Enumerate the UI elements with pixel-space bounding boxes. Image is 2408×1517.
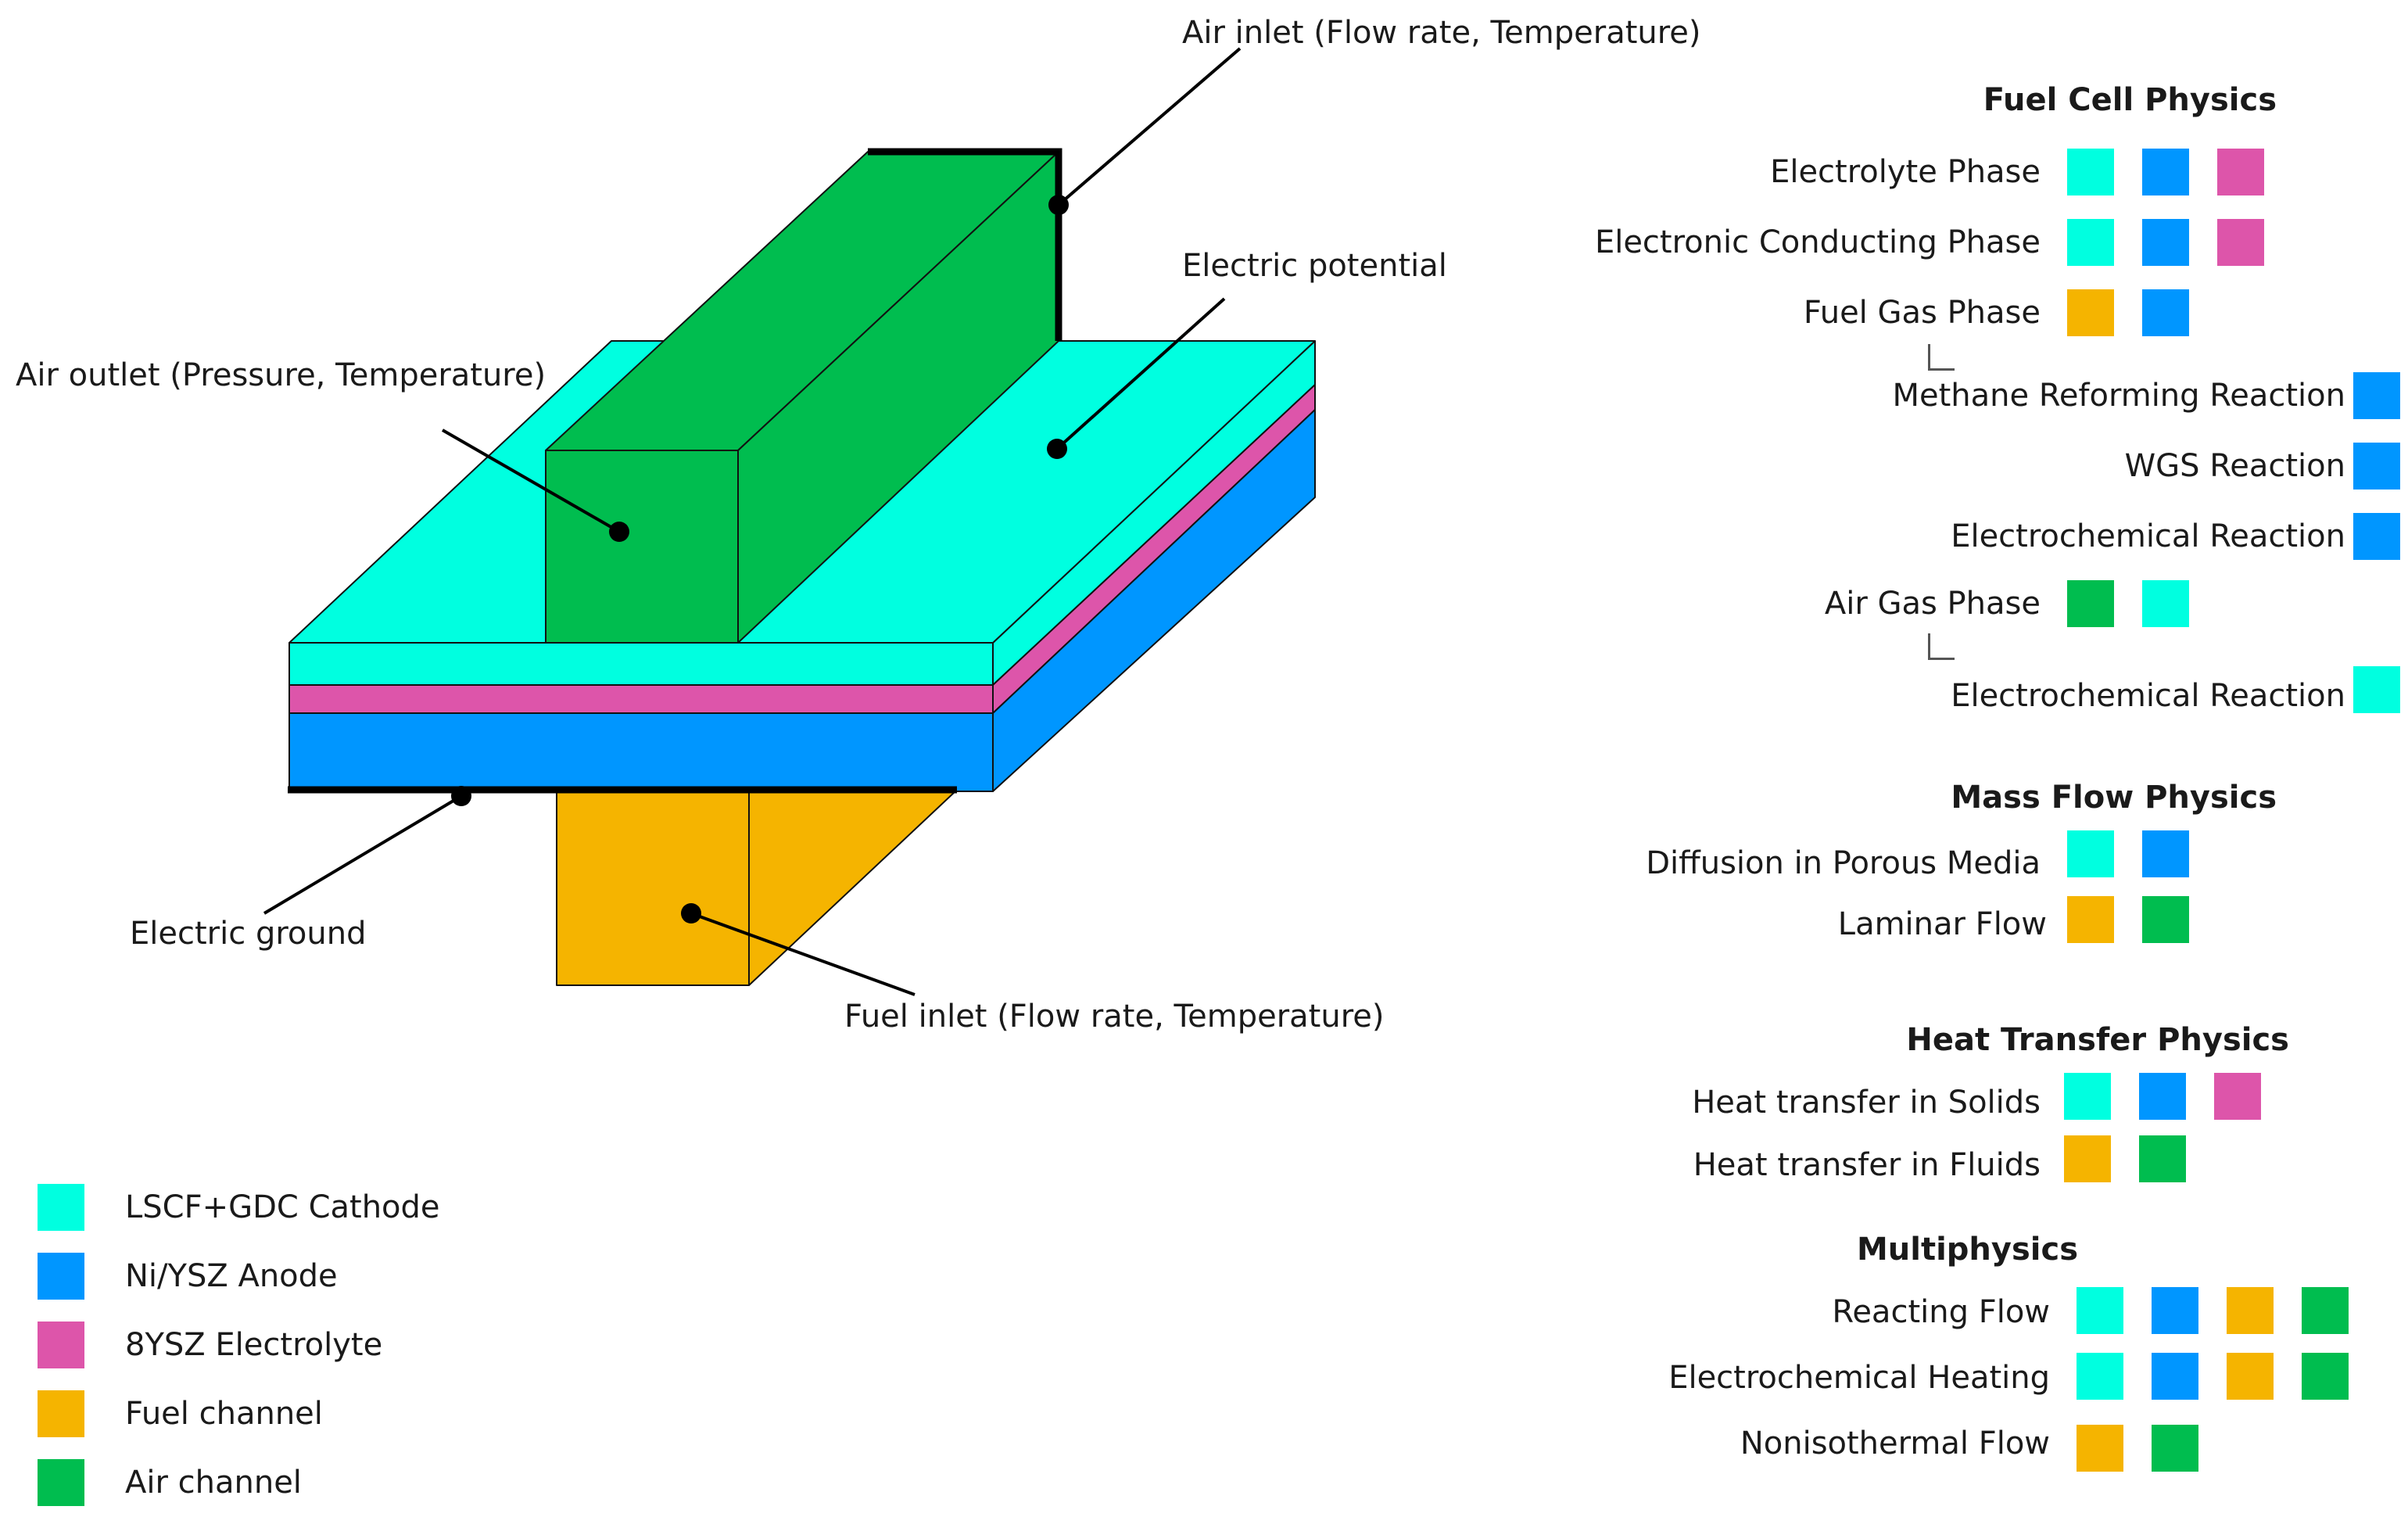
physics-row-electronic-conducting-phase: Electronic Conducting Phase bbox=[1594, 224, 2041, 260]
fuel-inlet-marker bbox=[681, 903, 701, 923]
anode-swatch bbox=[38, 1253, 84, 1300]
multiphysics-heading: Multiphysics bbox=[1856, 1232, 2078, 1268]
fuel-channel-swatch bbox=[2067, 896, 2114, 943]
air-channel-swatch bbox=[2067, 580, 2114, 627]
cathode-swatch bbox=[2077, 1353, 2123, 1400]
legend-label: Fuel channel bbox=[125, 1396, 323, 1432]
legend-item-electrolyte: 8YSZ Electrolyte bbox=[38, 1311, 440, 1379]
air-channel-swatch bbox=[38, 1459, 84, 1506]
physics-row-electrolyte-phase: Electrolyte Phase bbox=[1770, 154, 2041, 190]
heat-transfer-physics-heading: Heat Transfer Physics bbox=[1906, 1022, 2289, 1058]
fuel-channel-side bbox=[748, 791, 956, 986]
electrolyte-swatch bbox=[2214, 1073, 2261, 1120]
physics-row-electrochemical-heating: Electrochemical Heating bbox=[1668, 1360, 2050, 1396]
anode-swatch bbox=[2152, 1287, 2198, 1334]
physics-row-diffusion-in-porous-media: Diffusion in Porous Media bbox=[1646, 845, 2041, 881]
air-outlet-marker bbox=[609, 522, 629, 542]
legend-item-air-channel: Air channel bbox=[38, 1448, 440, 1517]
physics-row-reacting-flow: Reacting Flow bbox=[1832, 1294, 2050, 1330]
electric-ground-leader bbox=[263, 794, 463, 915]
electric-potential-marker bbox=[1047, 439, 1067, 459]
fuel-channel-swatch bbox=[2227, 1353, 2274, 1400]
electrolyte-swatch bbox=[2217, 149, 2264, 195]
physics-row-fuel-gas-phase: Fuel Gas Phase bbox=[1803, 295, 2041, 331]
anode-swatch bbox=[2152, 1353, 2198, 1400]
mass-flow-physics-heading: Mass Flow Physics bbox=[1951, 780, 2277, 816]
fuel-cell-physics-heading: Fuel Cell Physics bbox=[1983, 82, 2277, 118]
anode-swatch bbox=[2142, 289, 2189, 336]
air-channel-swatch bbox=[2302, 1287, 2349, 1334]
electric-ground-marker bbox=[451, 786, 471, 806]
anode-swatch bbox=[2142, 830, 2189, 877]
legend-label: Air channel bbox=[125, 1465, 302, 1501]
physics-row-electrochemical-reaction-cathode: Electrochemical Reaction bbox=[1951, 678, 2345, 714]
electric-potential-label: Electric potential bbox=[1182, 248, 1447, 284]
air-inlet-marker bbox=[1048, 195, 1069, 215]
air-outlet-leader bbox=[442, 429, 620, 533]
material-legend: LSCF+GDC Cathode Ni/YSZ Anode 8YSZ Elect… bbox=[38, 1173, 440, 1517]
physics-row-laminar-flow: Laminar Flow bbox=[1837, 906, 2047, 942]
air-inlet-leader bbox=[1057, 47, 1242, 206]
fuel-channel-swatch bbox=[2227, 1287, 2274, 1334]
physics-row-nonisothermal-flow: Nonisothermal Flow bbox=[1740, 1426, 2050, 1461]
physics-row-methane-reforming-reaction: Methane Reforming Reaction bbox=[1892, 378, 2345, 414]
legend-label: 8YSZ Electrolyte bbox=[125, 1327, 383, 1363]
air-channel-swatch bbox=[2302, 1353, 2349, 1400]
physics-row-wgs-reaction: WGS Reaction bbox=[2124, 448, 2345, 484]
cathode-swatch bbox=[2077, 1287, 2123, 1334]
cathode-swatch bbox=[38, 1184, 84, 1231]
anode-swatch bbox=[2139, 1073, 2186, 1120]
sub-item-connector bbox=[1928, 344, 1955, 371]
air-inlet-boundary bbox=[868, 148, 1062, 341]
physics-row-heat-transfer-in-fluids: Heat transfer in Fluids bbox=[1693, 1147, 2041, 1183]
fuel-inlet-leader bbox=[690, 912, 916, 996]
electric-potential-leader bbox=[1055, 297, 1226, 450]
legend-item-fuel-channel: Fuel channel bbox=[38, 1379, 440, 1448]
cathode-swatch bbox=[2064, 1073, 2111, 1120]
sub-item-connector bbox=[1928, 633, 1955, 660]
air-channel-swatch bbox=[2152, 1425, 2198, 1472]
legend-item-anode: Ni/YSZ Anode bbox=[38, 1242, 440, 1311]
electric-ground-label: Electric ground bbox=[130, 916, 367, 952]
electrolyte-swatch bbox=[38, 1322, 84, 1368]
legend-label: LSCF+GDC Cathode bbox=[125, 1189, 440, 1225]
cathode-front bbox=[288, 642, 994, 686]
anode-swatch bbox=[2353, 372, 2400, 419]
anode-swatch bbox=[2142, 219, 2189, 266]
cathode-swatch bbox=[2353, 666, 2400, 713]
anode-swatch bbox=[2353, 443, 2400, 490]
fuel-channel-swatch bbox=[2077, 1425, 2123, 1472]
fuel-channel-front bbox=[556, 791, 750, 986]
fuel-channel-swatch bbox=[38, 1390, 84, 1437]
physics-row-electrochemical-reaction-anode: Electrochemical Reaction bbox=[1951, 518, 2345, 554]
air-channel-swatch bbox=[2139, 1135, 2186, 1182]
physics-row-heat-transfer-in-solids: Heat transfer in Solids bbox=[1692, 1085, 2041, 1121]
anode-swatch bbox=[2142, 149, 2189, 195]
electrolyte-front bbox=[288, 684, 994, 714]
fuel-channel-swatch bbox=[2067, 289, 2114, 336]
cathode-swatch bbox=[2067, 830, 2114, 877]
cathode-swatch bbox=[2067, 149, 2114, 195]
physics-row-air-gas-phase: Air Gas Phase bbox=[1824, 586, 2041, 622]
air-channel-front bbox=[545, 450, 739, 644]
air-outlet-label: Air outlet (Pressure, Temperature) bbox=[16, 357, 546, 393]
legend-label: Ni/YSZ Anode bbox=[125, 1258, 338, 1294]
legend-item-cathode: LSCF+GDC Cathode bbox=[38, 1173, 440, 1242]
cathode-swatch bbox=[2067, 219, 2114, 266]
electrolyte-swatch bbox=[2217, 219, 2264, 266]
fuel-channel-swatch bbox=[2064, 1135, 2111, 1182]
anode-front bbox=[288, 712, 994, 792]
cathode-swatch bbox=[2142, 580, 2189, 627]
fuel-inlet-label: Fuel inlet (Flow rate, Temperature) bbox=[844, 999, 1385, 1035]
anode-swatch bbox=[2353, 513, 2400, 560]
air-channel-swatch bbox=[2142, 896, 2189, 943]
air-inlet-label: Air inlet (Flow rate, Temperature) bbox=[1182, 15, 1701, 51]
